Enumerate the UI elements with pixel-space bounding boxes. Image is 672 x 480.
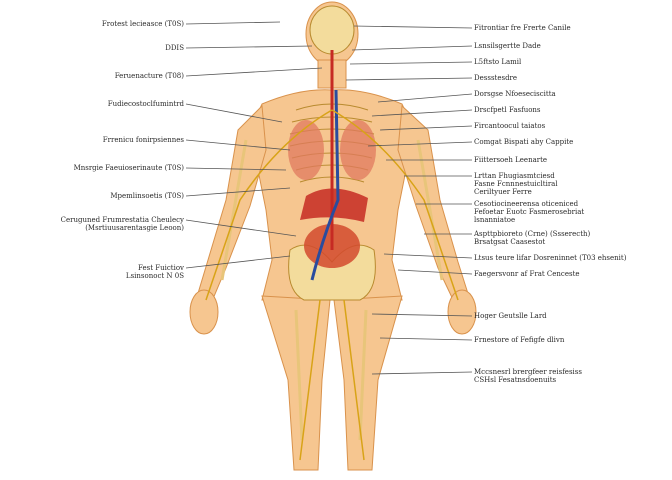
- label-left-4: Fudiecostoclfumintrd: [107, 100, 184, 108]
- label-left-9: Fest Fuictiov Lsinsonoct N 0S: [125, 264, 184, 280]
- label-left-1: Frotest lecieasce (T0S): [101, 20, 184, 28]
- label-right-2: Lsnsilsgertte Dade: [474, 42, 541, 50]
- label-right-10: Lrttan Fhugiasmtciesd Fasne Fcnnnestuicl…: [474, 172, 558, 196]
- leader-line-right-3: [349, 61, 473, 65]
- leader-line-right-13: [383, 253, 473, 259]
- label-right-1: Fitrontiar fre Frerte Canile: [474, 24, 571, 32]
- leader-line-right-7: [379, 125, 473, 131]
- leader-line-left-9: [185, 255, 291, 269]
- leader-line-left-5: [185, 139, 291, 151]
- label-right-15: Hoger Geutslle Lard: [474, 312, 547, 320]
- label-right-8: Comgat Bispati aby Cappite: [474, 138, 574, 146]
- label-right-9: Fiittersoeh Leenarte: [474, 156, 548, 164]
- label-right-6: Drscfpetl Fasfuons: [474, 106, 541, 114]
- leader-lines: [185, 21, 473, 375]
- leader-line-right-8: [367, 141, 473, 147]
- leader-line-right-5: [377, 93, 473, 103]
- leader-line-right-1: [353, 25, 473, 29]
- label-left-3: Feruenacture (T08): [114, 72, 184, 80]
- label-right-5: Dorsgse Nfoeseciscitta: [474, 90, 556, 98]
- label-right-4: Dessstesdre: [474, 74, 518, 82]
- leader-line-right-17: [371, 371, 473, 375]
- leader-line-left-8: [185, 219, 297, 237]
- leader-line-right-14: [397, 269, 473, 275]
- label-right-16: Frnestore of Fefigfe dlivn: [474, 336, 565, 344]
- label-left-6: Mnsrgie Faeuioserinaute (T0S): [73, 164, 184, 172]
- label-right-11: Cesotiocineerensa oticeniced Fefoetar Eu…: [474, 200, 585, 224]
- leader-line-left-2: [185, 45, 313, 49]
- leader-line-left-7: [185, 187, 291, 197]
- leader-line-right-15: [371, 313, 473, 317]
- vessels: [310, 50, 340, 281]
- leader-line-right-2: [351, 45, 473, 51]
- nerves: [205, 109, 459, 461]
- label-right-17: Mccsnesrl brergfeer reisfesiss CSHsl Fes…: [474, 368, 582, 384]
- label-left-8: Ceruguned Frumrestatia Cheulecy (Msrtiuu…: [60, 216, 184, 232]
- label-right-7: Fircantoocul taiatos: [474, 122, 546, 130]
- leader-line-right-6: [371, 109, 473, 117]
- leader-line-left-6: [185, 167, 287, 171]
- leader-line-left-4: [185, 103, 283, 123]
- leader-line-left-1: [185, 21, 281, 25]
- leader-line-right-4: [345, 77, 473, 81]
- label-right-12: Aspttpbioreto (Crne) (Ssserecth) Brsatgs…: [474, 230, 591, 246]
- label-right-3: L5ftsto Lamil: [474, 58, 522, 66]
- label-right-13: Ltsus teure lifar Dosreninnet (T03 ehsen…: [474, 254, 627, 262]
- leader-line-right-16: [379, 337, 473, 341]
- label-left-7: Mpemlinsoetis (T0S): [110, 192, 184, 200]
- leader-line-left-3: [185, 67, 323, 77]
- label-right-14: Faegersvonr af Frat Cenceste: [474, 270, 580, 278]
- label-left-2: DDIS: [165, 44, 184, 52]
- label-left-5: Frrenicu fonirpsiennes: [102, 136, 184, 144]
